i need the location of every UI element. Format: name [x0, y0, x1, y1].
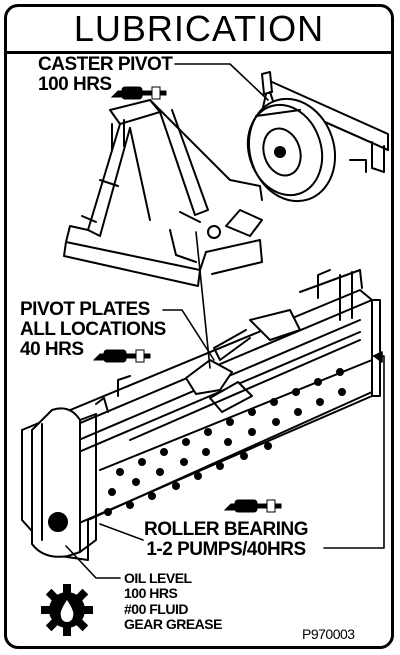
rotor-deck — [21, 269, 381, 561]
oil-level-label: OIL LEVEL 100 HRS #00 FLUID GEAR GREASE — [124, 570, 222, 633]
rotor-flails — [104, 368, 346, 516]
caster-pivot-line2: 100 HRS — [38, 73, 112, 95]
grease-gun-icon — [92, 349, 151, 363]
oil-level-line4: GEAR GREASE — [124, 616, 222, 633]
roller-bearing-label: ROLLER BEARING 1-2 PUMPS/40HRS — [144, 519, 309, 560]
title-bar: LUBRICATION — [7, 7, 391, 54]
grease-gun-icon — [223, 499, 282, 513]
pivot-plates-line1: PIVOT PLATES — [20, 299, 150, 320]
caster-wheel-assembly — [246, 71, 389, 203]
part-number: P970003 — [302, 626, 355, 642]
caster-pivot-label: CASTER PIVOT 100 HRS — [38, 54, 173, 95]
pivot-plates-label: PIVOT PLATES ALL LOCATIONS 40 HRS — [20, 300, 166, 360]
gearbox-housing — [31, 407, 97, 558]
pivot-plates-line2: ALL LOCATIONS — [20, 318, 166, 340]
roller-bearing-line2: 1-2 PUMPS/40HRS — [146, 538, 306, 560]
oil-level-line1: OIL LEVEL — [124, 570, 192, 586]
leader-lines — [65, 63, 385, 579]
caster-pivot-line1: CASTER PIVOT — [38, 54, 173, 75]
grease-gun-icon — [110, 86, 167, 100]
gear-oil-icon — [41, 584, 93, 636]
oil-level-line2: 100 HRS — [124, 585, 178, 602]
pivot-plates-line3: 40 HRS — [20, 338, 84, 360]
oil-level-line3: #00 FLUID — [124, 600, 188, 617]
hitch-frame — [63, 99, 263, 287]
roller-bearing-line1: ROLLER BEARING — [144, 519, 309, 540]
decal-title: LUBRICATION — [73, 8, 325, 49]
